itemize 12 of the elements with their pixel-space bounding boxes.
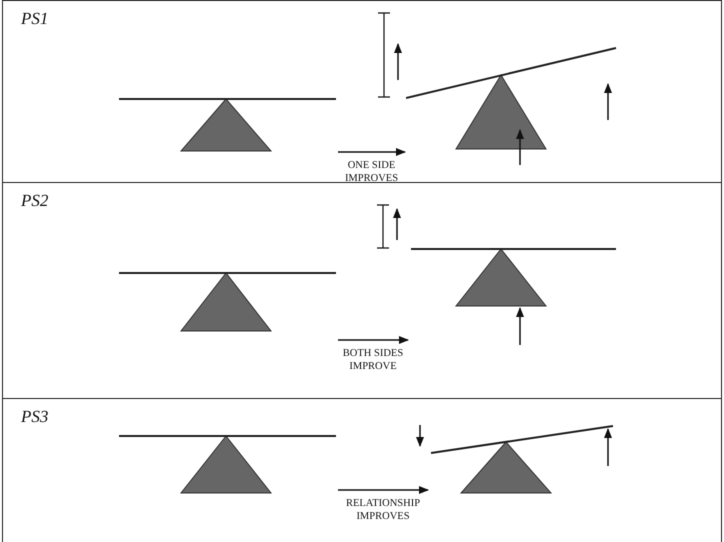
arrow — [338, 486, 429, 494]
panel-title: PS2 — [21, 191, 48, 211]
edge-label: ONE SIDE IMPROVES — [344, 159, 400, 185]
panel-title: PS1 — [21, 9, 48, 29]
edge-label: BOTH SIDES IMPROVE — [342, 347, 404, 373]
panel — [2, 182, 722, 399]
panel-title: PS3 — [21, 407, 48, 427]
panel — [2, 398, 722, 542]
panel — [2, 0, 722, 183]
edge-label: RELATIONSHIP IMPROVES — [344, 497, 422, 523]
arrow — [338, 336, 409, 344]
arrow — [338, 148, 406, 156]
